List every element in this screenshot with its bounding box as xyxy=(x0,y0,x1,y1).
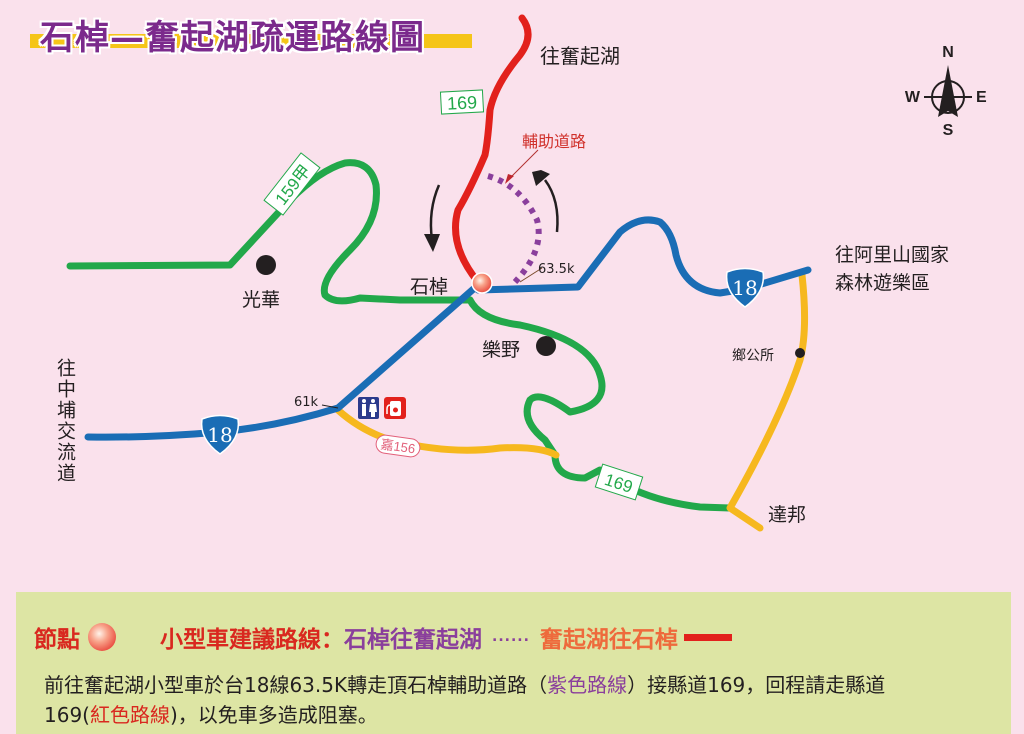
legend-route-label: 小型車建議路線： xyxy=(160,627,344,653)
road-18-west xyxy=(84,281,482,441)
arrow-head-up-icon xyxy=(532,170,550,186)
legend-dotted-line-icon: ...... xyxy=(492,629,530,645)
road-169-north-return xyxy=(452,14,532,286)
guanghua-dot xyxy=(256,255,276,275)
svg-text:169: 169 xyxy=(447,92,478,114)
label-km-61: 61k xyxy=(294,395,319,410)
legend-node-icon xyxy=(88,623,116,651)
road-169-south xyxy=(466,296,734,512)
title-underline-bar xyxy=(30,34,472,48)
label-shizhuo: 石棹 xyxy=(410,276,449,298)
label-to-zhongpu: 往中埔交流道 xyxy=(54,358,76,484)
map-title: 石棹—奮起湖疏運路線圖 xyxy=(40,18,425,58)
route-18-shield-east: 18 xyxy=(725,267,765,308)
legend-route-to-shizhuo: 奮起湖往石棹 xyxy=(539,627,678,653)
legend-text-2: ）接縣道169，回程請走縣道169( xyxy=(44,673,886,727)
svg-text:18: 18 xyxy=(207,423,232,447)
auxiliary-road-dotted xyxy=(487,173,542,285)
label-to-alishan-2: 森林遊樂區 xyxy=(835,272,931,294)
node-icon xyxy=(471,272,493,294)
label-guanghua: 光華 xyxy=(242,289,281,311)
road-sign-169-north: 169 xyxy=(439,89,485,115)
legend-red-line-icon xyxy=(683,633,732,641)
gas-station-icon xyxy=(384,397,406,419)
legend-description: 前往奮起湖小型車於台18線63.5K轉走頂石棹輔助道路（紫色路線）接縣道169，… xyxy=(44,670,944,730)
label-to-fenqihu: 往奮起湖 xyxy=(540,44,620,68)
road-18-east xyxy=(474,216,812,297)
label-leye: 樂野 xyxy=(482,339,521,361)
legend-text-purple: 紫色路線 xyxy=(547,673,628,697)
svg-text:嘉156: 嘉156 xyxy=(380,437,416,457)
road-dabang xyxy=(726,271,809,532)
svg-text:18: 18 xyxy=(732,276,757,300)
label-to-alishan-1: 往阿里山國家 xyxy=(835,244,950,266)
legend-text-red: 紅色路線 xyxy=(89,703,170,727)
legend-text-1: 前往奮起湖小型車於台18線63.5K轉走頂石棹輔助道路（ xyxy=(44,673,548,697)
svg-text:E: E xyxy=(976,89,987,106)
restroom-icon xyxy=(358,397,379,419)
label-km-63-5: 63.5k xyxy=(538,262,575,277)
road-chia156 xyxy=(334,406,560,459)
arrow-head-down-icon xyxy=(424,234,440,252)
road-sign-chia156: 嘉156 xyxy=(375,434,421,458)
leye-dot xyxy=(536,336,556,356)
svg-text:S: S xyxy=(943,122,954,139)
route-18-shield-west: 18 xyxy=(200,414,240,455)
legend-route-to-fenqihu: 石棹往奮起湖 xyxy=(344,627,482,653)
arrow-southbound-icon xyxy=(429,184,441,241)
arrow-northbound-icon xyxy=(543,179,559,233)
legend-text-3: )，以免車多造成阻塞。 xyxy=(169,703,378,727)
road-159a xyxy=(66,159,474,305)
legend-panel: 節點 小型車建議路線： 石棹往奮起湖 ...... 奮起湖往石棹 前往奮起湖小型… xyxy=(16,592,1011,734)
township-office-dot xyxy=(795,348,805,358)
svg-text:W: W xyxy=(905,89,921,106)
road-sign-169-south: 169 xyxy=(594,463,644,501)
compass-icon: N S W E xyxy=(905,44,987,139)
svg-text:N: N xyxy=(942,44,954,61)
legend-node-label: 節點 xyxy=(34,627,80,653)
label-township-office: 鄉公所 xyxy=(732,348,774,364)
label-aux-road: 輔助道路 xyxy=(522,132,587,151)
label-dabang: 達邦 xyxy=(768,504,807,526)
legend-row: 節點 小型車建議路線： 石棹往奮起湖 ...... 奮起湖往石棹 xyxy=(34,620,732,654)
